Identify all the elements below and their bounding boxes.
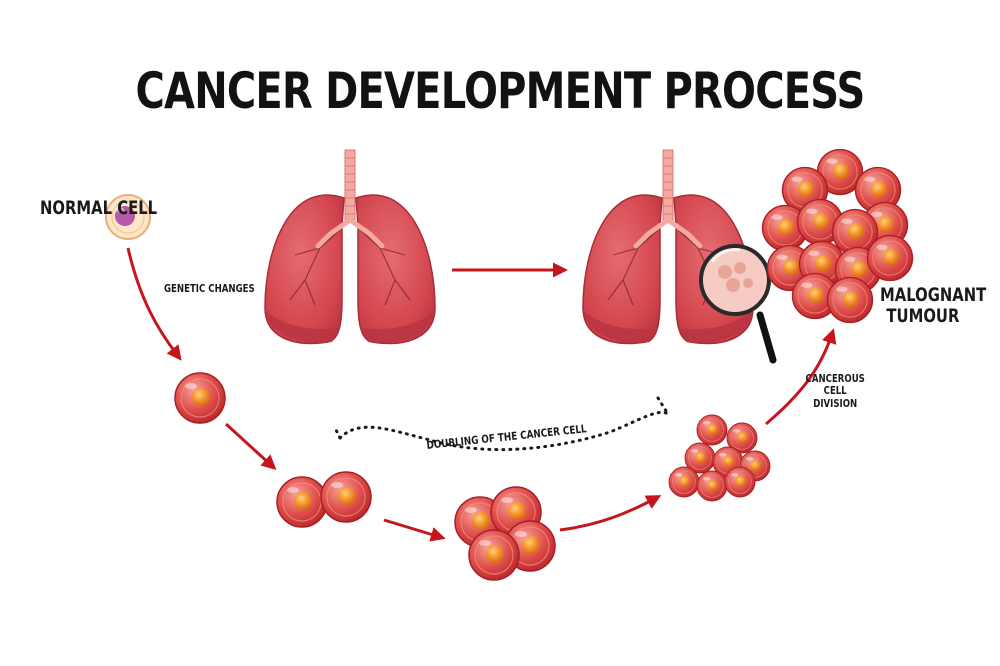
two-cell-cluster <box>276 471 372 528</box>
single-cancer-cell <box>174 372 226 424</box>
arrow-cluster-to-tumour <box>765 328 837 426</box>
doubling-bracket <box>338 410 670 452</box>
normal-cell <box>105 194 151 240</box>
arrow-cancer-to-two <box>224 422 277 471</box>
normal-cell-label: NORMAL CELL <box>40 197 158 219</box>
small-tumour-cluster <box>668 414 771 502</box>
cancerous-division-label: CANCEROUS CELL DIVISION <box>805 372 865 410</box>
lungs-icon <box>265 150 435 343</box>
page-title: CANCER DEVELOPMENT PROCESS <box>135 62 865 120</box>
magnifier-icon <box>699 244 777 364</box>
arrow-two-to-four <box>383 518 446 542</box>
progression-arrows <box>126 247 837 542</box>
arrow-normal-to-cancer <box>126 247 182 361</box>
doubling-bracket-end-right <box>656 396 670 416</box>
arrow-four-to-cluster <box>559 495 662 532</box>
doubling-bracket-end-left <box>334 428 342 440</box>
four-cell-cluster <box>454 486 556 581</box>
genetic-changes-label: GENETIC CHANGES <box>164 282 255 295</box>
malignant-tumour-label: MALOGNANT TUMOUR <box>880 284 987 328</box>
